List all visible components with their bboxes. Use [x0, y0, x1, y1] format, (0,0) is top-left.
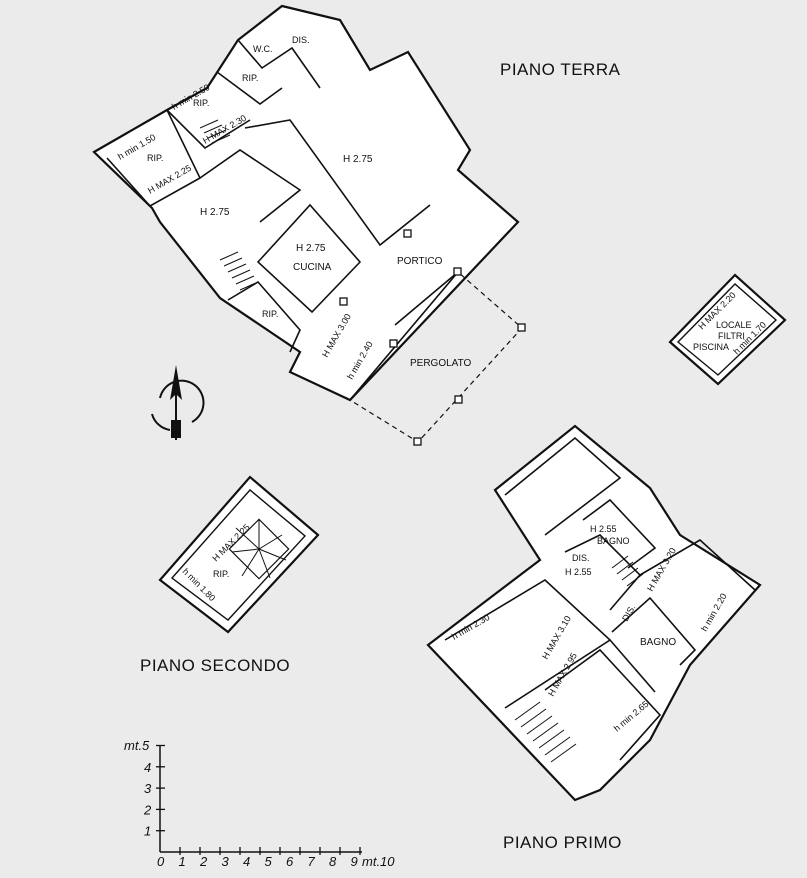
scale-unit-top: mt.5: [124, 738, 150, 753]
portico-post: [339, 297, 348, 306]
pergola-post: [413, 437, 422, 446]
first-partition-bagno2: [611, 596, 697, 666]
ground-partition-rip: [216, 71, 283, 105]
pool-filter-room: H MAX 2.20 LOCALE FILTRI PISCINA h min 1…: [668, 273, 787, 386]
scale-x-tick-label: 3: [222, 854, 230, 869]
scale-x-tick-label: 9: [351, 854, 358, 869]
first-partition-diag: [609, 639, 656, 693]
first-floor-title: PIANO PRIMO: [503, 833, 622, 852]
scale-x-tick-label: 4: [243, 854, 250, 869]
first-h255-bath-label: H 2.55: [590, 524, 617, 534]
scale-x-tick-label: 5: [265, 854, 273, 869]
first-floor-stair-lower: [514, 701, 577, 763]
ground-partition-hall: [244, 119, 431, 247]
first-partition-top: [504, 436, 622, 536]
filter-line2-label: FILTRI: [718, 331, 745, 341]
pergola-post: [517, 323, 526, 332]
north-arrow-icon: [151, 365, 205, 440]
second-floor-plan: H MAX 2.25 RIP. h min 1.80: [158, 475, 320, 634]
first-floor-plan: H 2.55 BAGNO DIS. H 2.55 H MAX 3.20 DIS.…: [426, 424, 762, 802]
portico-post: [389, 339, 398, 348]
first-h255-dis-label: H 2.55: [565, 567, 592, 577]
first-floor-outline: [426, 424, 762, 802]
ground-partition-middle: [199, 149, 302, 223]
first-partition-left: [444, 579, 612, 709]
scale-x-tick-label: 1: [179, 854, 186, 869]
ground-portico-edge: [394, 271, 459, 326]
first-floor-stair-upper: [611, 555, 644, 587]
first-bagno-top-label: BAGNO: [597, 536, 630, 546]
ground-pergolato-label: PERGOLATO: [410, 358, 472, 369]
scale-y-tick-label: 1: [144, 824, 151, 839]
second-floor-outline: [158, 475, 320, 634]
ground-floor-title: PIANO TERRA: [500, 60, 621, 79]
first-dis-mid-label: DIS.: [572, 553, 590, 563]
filter-line1-label: LOCALE: [716, 320, 752, 330]
first-partition-bath: [582, 498, 657, 569]
pergola-post: [454, 395, 463, 404]
first-bagno-bottom-label: BAGNO: [640, 637, 676, 648]
ground-rip-left-label: RIP.: [147, 153, 163, 163]
first-partition-dis: [564, 534, 642, 611]
scale-y-tick-label: 3: [144, 781, 152, 796]
ground-stair-lower: [219, 251, 259, 291]
ground-wc-label: W.C.: [253, 44, 273, 54]
ground-partition-ripstair: [166, 109, 251, 150]
ground-portico-label: PORTICO: [397, 256, 443, 267]
ground-rip-small-label: RIP.: [193, 98, 209, 108]
scale-x-tick-label: 7: [308, 854, 316, 869]
ground-rip-bottom-label: RIP.: [262, 309, 278, 319]
ground-h275-kitchen-label: H 2.75: [296, 243, 326, 254]
second-rip-label: RIP.: [213, 569, 229, 579]
scale-unit-right: mt.10: [362, 854, 395, 869]
scale-x-tick-label: 6: [286, 854, 294, 869]
second-floor-title: PIANO SECONDO: [140, 656, 290, 675]
scale-x-tick-label: 2: [199, 854, 208, 869]
scale-x-tick-label: 0: [157, 854, 165, 869]
ground-stair-upper: [199, 119, 231, 144]
ground-kitchen-walls: [256, 203, 362, 314]
portico-post: [453, 267, 462, 276]
ground-cucina-label: CUCINA: [293, 262, 332, 273]
ground-floor-outline: [92, 4, 520, 402]
ground-partition-riplow: [227, 280, 301, 353]
ground-partition-wc: [237, 39, 321, 89]
ground-partition-left: [106, 109, 202, 208]
scale-y-tick-label: 2: [143, 802, 152, 817]
filter-line3-label: PISCINA: [693, 342, 729, 352]
scale-x-tick-label: 8: [329, 854, 337, 869]
ground-rip-top-label: RIP.: [242, 73, 258, 83]
first-partition-right: [639, 539, 756, 591]
ground-h275-left-label: H 2.75: [200, 207, 230, 218]
ground-h275-main-label: H 2.75: [343, 154, 373, 165]
ground-dis-label: DIS.: [292, 35, 310, 45]
scale-y-tick-label: 4: [144, 760, 151, 775]
ground-floor-plan: W.C. DIS. RIP. RIP. RIP. RIP. h min 1.50…: [92, 4, 526, 446]
first-partition-lower: [544, 648, 662, 761]
portico-post: [403, 229, 412, 238]
second-floor-spiral-stair: [228, 518, 290, 580]
